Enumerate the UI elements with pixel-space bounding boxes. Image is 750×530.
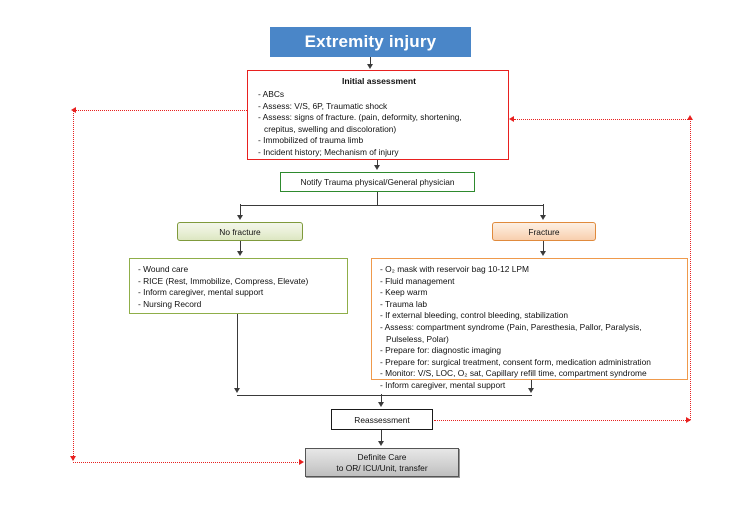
fracture-item-5: - Assess: compartment syndrome (Pain, Pa…: [380, 321, 642, 332]
feedback-right-vertical: [690, 119, 691, 420]
initial-item-5: - Incident history; Mechanism of injury: [258, 146, 399, 157]
arrowhead-fracture-merge: [527, 388, 534, 393]
fracture-label: Fracture: [528, 226, 560, 237]
fracture-action-items: - O₂ mask with reservoir bag 10-12 LPM -…: [380, 264, 681, 392]
initial-assessment-heading: Initial assessment: [341, 76, 417, 86]
connector-merge-to-reassessment: [381, 394, 383, 403]
fracture-item-1: - Fluid management: [380, 275, 455, 286]
initial-item-3: crepitus, swelling and discoloration): [264, 123, 397, 134]
notify-label: Notify Trauma physical/General physician: [300, 177, 455, 187]
arrowhead-reassessment-to-definite: [377, 441, 384, 446]
arrowhead-to-fracture: [539, 215, 546, 220]
connector-fracture-to-merge: [531, 380, 533, 390]
connector-notify-down: [377, 192, 379, 205]
connector-no-fracture-down: [240, 241, 242, 252]
no-fracture-label: No fracture: [219, 226, 261, 237]
feedback-left-vertical: [73, 110, 74, 460]
connector-no-fracture-to-merge: [237, 314, 239, 390]
feedback-right-up-arrowhead: [686, 115, 693, 120]
arrowhead-no-fracture-merge: [233, 388, 240, 393]
arrowhead-fracture-down: [539, 251, 546, 256]
node-initial-assessment[interactable]: Initial assessment - ABCs - Assess: V/S,…: [247, 70, 509, 160]
feedback-left-top-arrowhead: [71, 106, 76, 113]
feedback-right-top-arrowhead: [509, 115, 514, 122]
fracture-item-8: - Prepare for: surgical treatment, conse…: [380, 356, 651, 367]
feedback-left-bottom-segment: [73, 462, 300, 463]
connector-to-no-fracture: [240, 204, 242, 216]
connector-initial-to-notify: [377, 160, 379, 166]
node-fracture-actions[interactable]: - O₂ mask with reservoir bag 10-12 LPM -…: [371, 258, 688, 390]
initial-item-1: - Assess: V/S, 6P, Traumatic shock: [258, 100, 388, 111]
title-label: Extremity injury: [304, 32, 437, 51]
fracture-item-3: - Trauma lab: [380, 298, 428, 309]
fracture-item-7: - Prepare for: diagnostic imaging: [380, 345, 502, 356]
fracture-item-10: - Inform caregiver, mental support: [380, 379, 506, 390]
arrowhead-title-to-initial: [366, 64, 373, 69]
no-fracture-item-2: - Inform caregiver, mental support: [138, 287, 264, 298]
fracture-item-2: - Keep warm: [380, 287, 428, 298]
connector-branch-split: [240, 204, 544, 206]
node-notify-physician[interactable]: Notify Trauma physical/General physician: [280, 172, 475, 192]
arrowhead-to-no-fracture: [236, 215, 243, 220]
definite-care-line1: Definite Care: [357, 452, 407, 462]
node-no-fracture[interactable]: No fracture: [177, 222, 303, 241]
feedback-left-top-segment: [76, 110, 247, 111]
initial-item-0: - ABCs: [258, 89, 285, 99]
connector-fracture-down: [543, 241, 545, 252]
connector-to-fracture: [543, 204, 545, 216]
no-fracture-item-3: - Nursing Record: [138, 298, 202, 309]
fracture-item-9: - Monitor: V/S, LOC, O₂ sat, Capillary r…: [380, 368, 647, 379]
arrowhead-initial-to-notify: [373, 165, 380, 170]
fracture-item-6: Pulseless, Polar): [386, 333, 449, 344]
node-definite-care[interactable]: Definite Care to OR/ ICU/Unit, transfer: [305, 448, 459, 477]
arrowhead-merge-to-reassessment: [377, 402, 384, 407]
initial-assessment-items: - ABCs - Assess: V/S, 6P, Traumatic shoc…: [258, 89, 500, 159]
fracture-item-4: - If external bleeding, control bleeding…: [380, 310, 569, 321]
fracture-item-0: - O₂ mask with reservoir bag 10-12 LPM: [380, 264, 529, 274]
feedback-right-top-segment: [514, 119, 690, 120]
feedback-right-bottom-corner-arrowhead: [686, 416, 691, 423]
node-fracture[interactable]: Fracture: [492, 222, 596, 241]
node-extremity-injury[interactable]: Extremity injury: [270, 27, 471, 57]
definite-care-line2: to OR/ ICU/Unit, transfer: [336, 462, 428, 473]
connector-reassessment-to-definite: [381, 430, 383, 442]
node-reassessment[interactable]: Reassessment: [331, 409, 433, 430]
feedback-left-bottom-arrowhead: [69, 456, 76, 461]
reassessment-label: Reassessment: [354, 414, 410, 425]
feedback-right-bottom-segment: [434, 420, 690, 421]
no-fracture-action-items: - Wound care - RICE (Rest, Immobilize, C…: [138, 264, 341, 310]
no-fracture-item-0: - Wound care: [138, 264, 189, 274]
node-no-fracture-actions[interactable]: - Wound care - RICE (Rest, Immobilize, C…: [129, 258, 348, 314]
feedback-into-definite-care-arrowhead: [299, 458, 304, 465]
arrowhead-no-fracture-down: [236, 251, 243, 256]
initial-item-2: - Assess: signs of fracture. (pain, defo…: [258, 112, 462, 123]
no-fracture-item-1: - RICE (Rest, Immobilize, Compress, Elev…: [138, 275, 309, 286]
initial-item-4: - Immobilized of trauma limb: [258, 135, 364, 146]
connector-title-to-initial: [370, 57, 372, 65]
connector-merge-bar: [237, 394, 532, 396]
